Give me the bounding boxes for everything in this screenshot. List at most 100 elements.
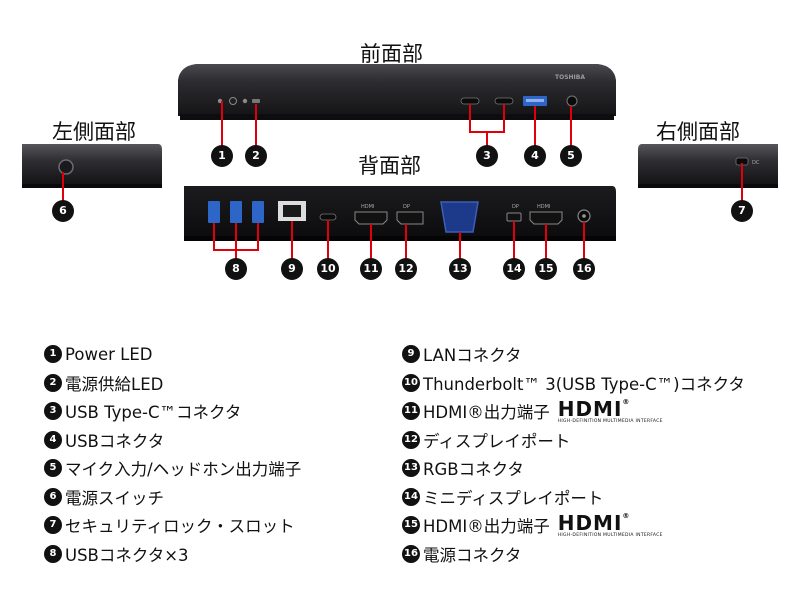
legend-text: 電源供給LED bbox=[65, 374, 164, 394]
hdmi-logo: HDMI® HIGH-DEFINITION MULTIMEDIA INTERFAC… bbox=[557, 396, 663, 425]
right-section-label: 右側面部 bbox=[656, 120, 740, 144]
dp-port-label: DP bbox=[403, 204, 410, 210]
front-section-label: 前面部 bbox=[360, 42, 423, 66]
power-symbol-icon bbox=[229, 97, 237, 105]
legend-number: 15 bbox=[402, 516, 420, 535]
hdmi-logo-text: HDMI bbox=[557, 396, 623, 421]
legend-number: 9 bbox=[402, 345, 420, 364]
callout-badge-9: 9 bbox=[281, 258, 303, 280]
hdmi-logo: HDMI®HIGH-DEFINITION MULTIMEDIA INTERFAC… bbox=[557, 511, 663, 539]
legend-text: USBコネクタ bbox=[65, 431, 165, 451]
callout-badge-12: 12 bbox=[395, 258, 417, 280]
callout-badge-2: 2 bbox=[245, 145, 267, 167]
legend-text: USBコネクタ×3 bbox=[65, 545, 189, 565]
audio-jack-icon bbox=[566, 95, 578, 107]
device-diagram: TOSHIBA DC HDMI bbox=[22, 64, 778, 262]
power-switch-icon bbox=[58, 159, 74, 175]
legend-text: マイク入力/ヘッドホン出力端子 bbox=[65, 460, 302, 480]
callout-badge-7: 7 bbox=[731, 200, 753, 222]
hdmi-logo-mark: ® bbox=[622, 511, 631, 520]
back-panel: HDMI DP DP HDMI bbox=[184, 186, 616, 241]
legend-number: 6 bbox=[44, 487, 62, 506]
legend-number: 1 bbox=[44, 345, 62, 364]
callout-badge-13: 13 bbox=[449, 258, 471, 280]
legend-number: 11 bbox=[402, 402, 420, 421]
hdmi-port-label: HDMI bbox=[361, 204, 374, 210]
legend-number: 8 bbox=[44, 544, 62, 563]
mini-dp-label: DP bbox=[512, 204, 519, 210]
back-section-label: 背面部 bbox=[358, 154, 421, 178]
hdmi-port-icon bbox=[529, 211, 563, 225]
callout-badge-8: 8 bbox=[225, 258, 247, 280]
legend-number: 12 bbox=[402, 430, 420, 449]
legend-text: セキュリティロック・スロット bbox=[65, 517, 295, 537]
legend-number: 14 bbox=[402, 487, 420, 506]
legend-text: 電源コネクタ bbox=[423, 545, 522, 565]
legend-text: HDMI®出力端子 bbox=[423, 517, 550, 537]
callout-badge-4: 4 bbox=[524, 145, 546, 167]
legend-text: Thunderbolt™ 3(USB Type-C™)コネクタ bbox=[423, 374, 745, 394]
legend-text: HDMI®出力端子 bbox=[423, 403, 550, 423]
callout-badge-3: 3 bbox=[476, 145, 498, 167]
left-side-panel bbox=[22, 144, 162, 188]
hdmi-logo-subtitle: HIGH-DEFINITION MULTIMEDIA INTERFACE bbox=[557, 532, 663, 538]
usb-a-port-icon bbox=[230, 201, 242, 223]
callout-badge-15: 15 bbox=[535, 258, 557, 280]
usb-c-port-icon bbox=[460, 97, 480, 105]
thunderbolt-port-icon bbox=[319, 213, 337, 221]
legend-text: ミニディスプレイポート bbox=[423, 488, 604, 508]
plug-symbol-icon bbox=[252, 99, 260, 103]
hdmi-port-label: HDMI bbox=[537, 204, 550, 210]
legend-number: 7 bbox=[44, 516, 62, 535]
usb-a-port-icon bbox=[208, 201, 220, 223]
callout-badge-6: 6 bbox=[52, 200, 74, 222]
left-section-label: 左側面部 bbox=[52, 120, 136, 144]
callout-badge-14: 14 bbox=[503, 258, 525, 280]
right-side-panel: DC bbox=[638, 144, 778, 188]
legend-number: 4 bbox=[44, 430, 62, 449]
legend-text: USB Type-C™コネクタ bbox=[65, 403, 242, 423]
brand-logo: TOSHIBA bbox=[555, 74, 585, 81]
legend-text: ディスプレイポート bbox=[423, 431, 571, 451]
vga-port-icon bbox=[440, 201, 479, 233]
legend-text: Power LED bbox=[65, 344, 153, 364]
power-supply-led-icon bbox=[242, 98, 248, 104]
hdmi-logo-mark: ® bbox=[622, 397, 631, 406]
legend-text: 電源スイッチ bbox=[65, 488, 164, 508]
legend-number: 5 bbox=[44, 459, 62, 478]
legend-number: 2 bbox=[44, 373, 62, 392]
mini-displayport-icon bbox=[506, 212, 522, 222]
usb-a-port-icon bbox=[252, 201, 264, 223]
callout-badge-16: 16 bbox=[573, 258, 595, 280]
leader-lines bbox=[62, 101, 743, 262]
legend-number: 16 bbox=[402, 544, 420, 563]
hdmi-logo-subtitle: HIGH-DEFINITION MULTIMEDIA INTERFACE bbox=[557, 418, 663, 424]
front-panel: TOSHIBA bbox=[178, 64, 616, 120]
legend-number: 3 bbox=[44, 402, 62, 421]
legend-text: LANコネクタ bbox=[423, 346, 522, 366]
legend-text: RGBコネクタ bbox=[423, 460, 524, 480]
usb-c-port-icon bbox=[494, 97, 514, 105]
dc-label: DC bbox=[752, 160, 760, 166]
callout-badge-1: 1 bbox=[211, 145, 233, 167]
hdmi-port-icon bbox=[354, 211, 388, 225]
displayport-icon bbox=[396, 211, 424, 225]
